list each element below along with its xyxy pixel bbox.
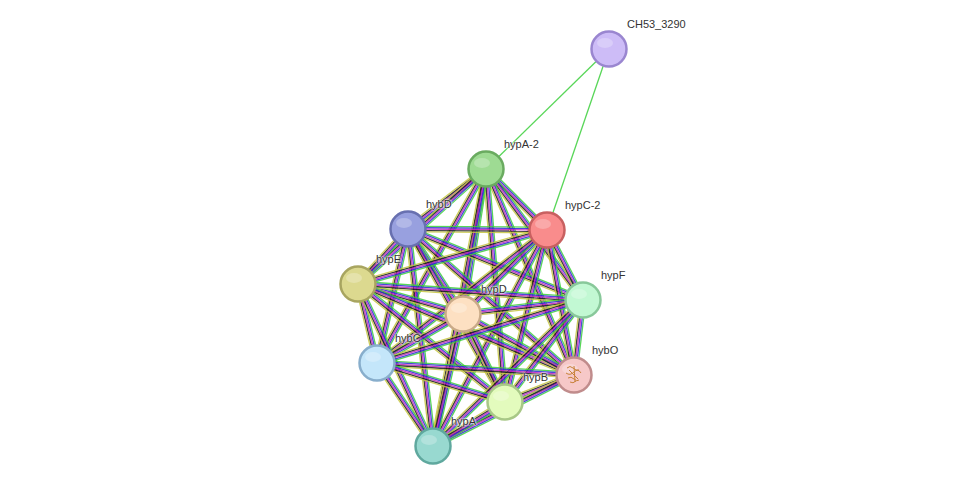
node-circle (590, 30, 628, 68)
node-circle-shape (469, 152, 504, 187)
node-circle (528, 211, 566, 249)
evidence-line (573, 318, 578, 357)
evidence-line (385, 379, 421, 432)
evidence-line (450, 414, 491, 439)
node-highlight (396, 218, 412, 228)
protein-label: hypC-2 (565, 199, 600, 211)
protein-node: hypD (444, 295, 482, 333)
protein-node: hypF (564, 281, 602, 319)
protein-node: hypA (414, 427, 452, 465)
interaction-edge (468, 329, 500, 387)
node-circle (555, 356, 593, 394)
node-circle-shape (360, 346, 395, 381)
node-circle (389, 210, 427, 248)
node-circle (486, 383, 524, 421)
protein-label: hypA-2 (504, 138, 539, 150)
protein-node: hypB (486, 383, 524, 421)
evidence-line (386, 379, 422, 432)
evidence-line (393, 371, 487, 400)
evidence-line (447, 409, 488, 434)
node-highlight (493, 391, 509, 401)
node-circle-shape (530, 213, 565, 248)
evidence-line (387, 378, 423, 431)
node-circle-shape (416, 429, 451, 464)
node-circle (444, 295, 482, 333)
node-circle (564, 281, 602, 319)
evidence-line (469, 331, 495, 387)
evidence-line (473, 329, 499, 385)
evidence-line (553, 66, 603, 213)
protein-label: hypB (523, 371, 548, 383)
node-highlight (474, 158, 490, 168)
interaction-edge (499, 62, 596, 157)
node-highlight (597, 38, 613, 48)
protein-label: hypD (481, 283, 507, 295)
node-circle (358, 344, 396, 382)
interaction-edge (385, 376, 426, 432)
node-circle-shape (557, 358, 592, 393)
evidence-line (426, 231, 529, 233)
evidence-line (376, 285, 565, 298)
protein-node: CH53_3290 (590, 30, 628, 68)
evidence-line (556, 245, 576, 283)
evidence-line (389, 376, 425, 429)
node-highlight (346, 273, 362, 283)
protein-node: hybO (555, 356, 593, 394)
evidence-line (395, 367, 489, 396)
evidence-line (468, 331, 494, 387)
interaction-edge (447, 409, 491, 439)
interaction-edge (553, 66, 603, 213)
evidence-line (395, 366, 489, 395)
evidence-line (394, 368, 488, 397)
evidence-line (449, 413, 490, 438)
node-circle-shape (446, 297, 481, 332)
protein-node: hypA-2 (467, 150, 505, 188)
evidence-line (388, 377, 424, 430)
node-highlight (365, 352, 381, 362)
protein-node: hypE (339, 265, 377, 303)
protein-node: hybC (358, 344, 396, 382)
node-highlight (535, 219, 551, 229)
protein-label: hybD (426, 198, 452, 210)
evidence-line (472, 330, 498, 386)
evidence-line (426, 230, 529, 232)
evidence-line (448, 411, 489, 436)
evidence-line (499, 62, 596, 157)
structure-thumbnail (566, 366, 581, 383)
protein-label: hybO (592, 344, 618, 356)
node-circle (414, 427, 452, 465)
node-highlight (571, 289, 587, 299)
node-circle-shape (488, 385, 523, 420)
protein-label: hypE (376, 253, 401, 265)
node-highlight (562, 364, 578, 374)
protein-label: CH53_3290 (627, 18, 686, 30)
node-circle-shape (592, 32, 627, 67)
evidence-line (450, 384, 559, 439)
protein-label: hybC (395, 332, 421, 344)
interaction-edge (426, 226, 529, 232)
node-circle-shape (391, 212, 426, 247)
protein-label: hypA (451, 415, 476, 427)
evidence-line (426, 228, 529, 230)
protein-label: hypF (601, 269, 625, 281)
node-circle (467, 150, 505, 188)
evidence-line (471, 330, 497, 386)
node-circle (339, 265, 377, 303)
node-highlight (451, 303, 467, 313)
evidence-line (426, 226, 529, 228)
evidence-line (426, 227, 529, 229)
protein-node: hybD (389, 210, 427, 248)
protein-node: hypC-2 (528, 211, 566, 249)
node-circle-shape (566, 283, 601, 318)
evidence-line (394, 370, 488, 399)
evidence-line (448, 410, 489, 435)
interaction-edge (393, 366, 488, 400)
node-circle-shape (341, 267, 376, 302)
node-highlight (421, 435, 437, 445)
interaction-edge (448, 381, 559, 441)
interaction-edge (573, 318, 583, 358)
evidence-line (555, 246, 575, 284)
